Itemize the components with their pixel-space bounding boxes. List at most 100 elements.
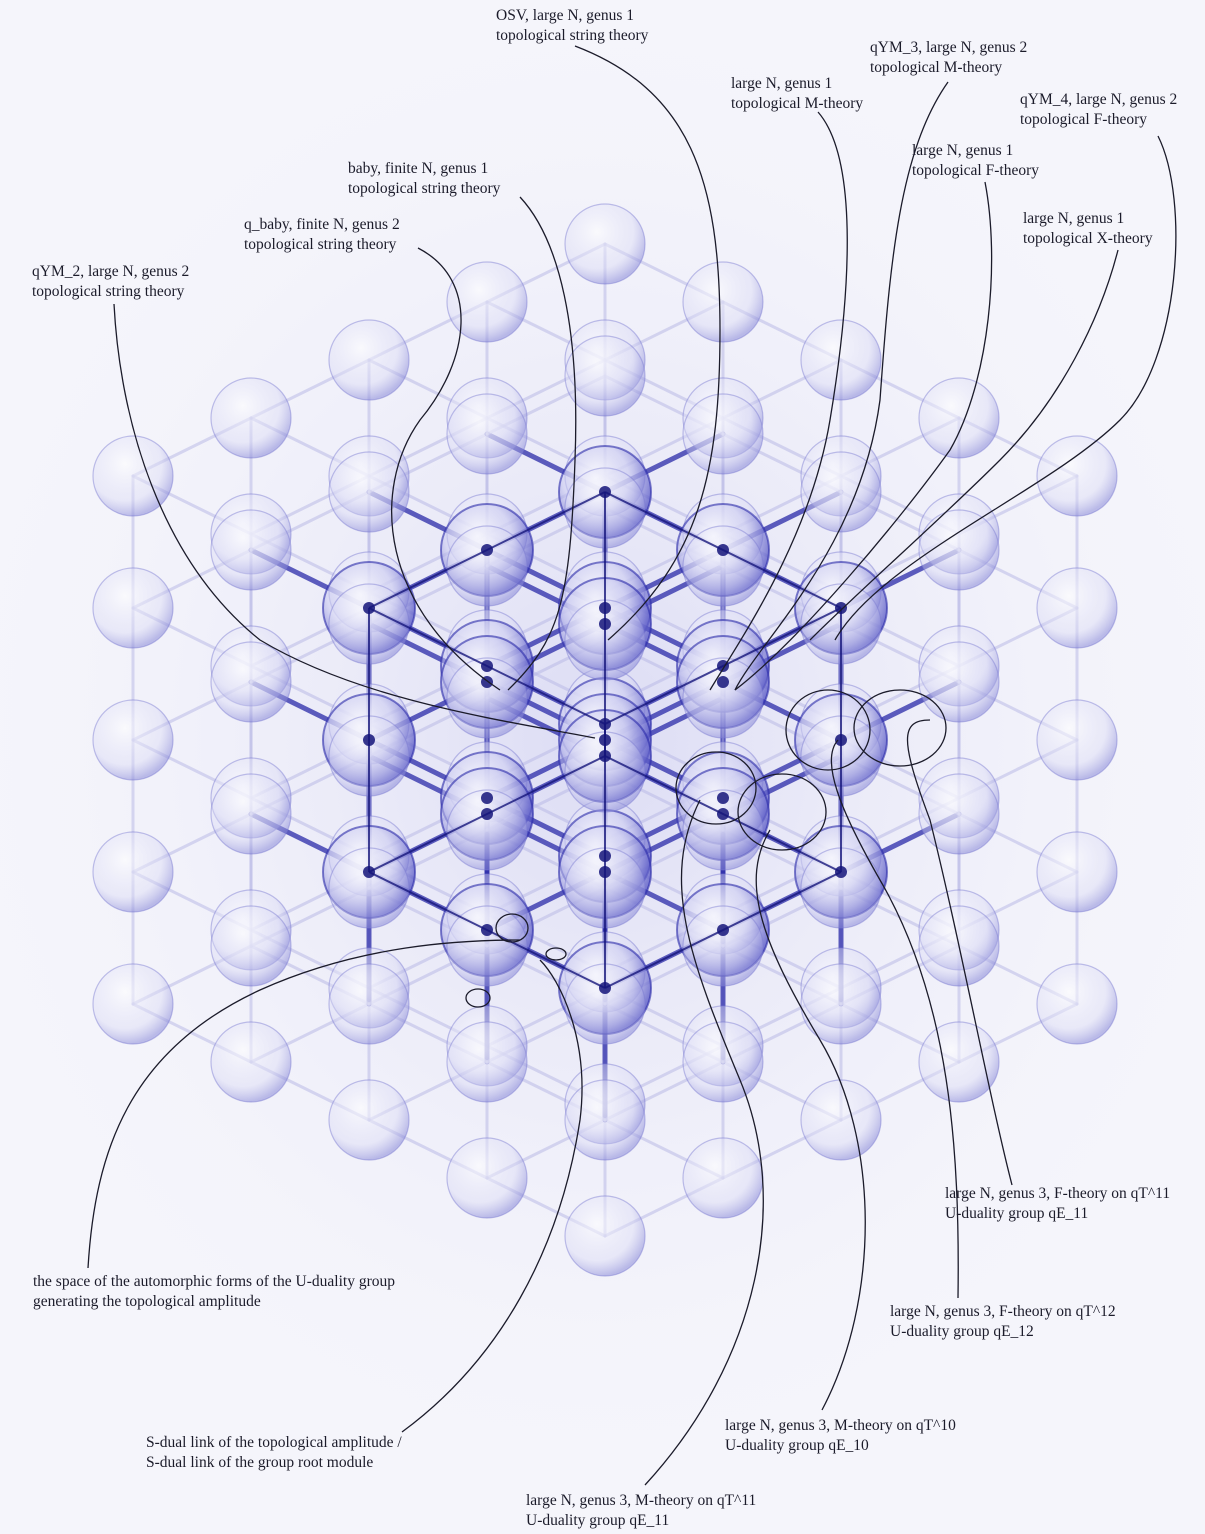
lattice-node-dot: [481, 660, 493, 672]
lattice-sphere: [329, 964, 409, 1044]
lattice-node-dot: [599, 850, 611, 862]
label-baby-line2: topological string theory: [348, 179, 500, 199]
lattice-sphere: [683, 526, 763, 606]
lattice-node-dot: [481, 544, 493, 556]
lattice-sphere: [683, 1138, 763, 1218]
label-f-theory-g1-line2: topological F-theory: [912, 161, 1039, 181]
label-m-theory-g1-line2: topological M-theory: [731, 94, 863, 114]
label-q-baby-line2: topological string theory: [244, 235, 400, 255]
lattice-sphere: [683, 906, 763, 986]
lattice-sphere: [683, 394, 763, 474]
label-s-dual: S-dual link of the topological amplitude…: [146, 1433, 402, 1473]
lattice-node-dot: [481, 808, 493, 820]
lattice-sphere: [565, 1196, 645, 1276]
lattice-sphere: [211, 1022, 291, 1102]
label-qym3-line2: topological M-theory: [870, 58, 1027, 78]
label-qym4: qYM_4, large N, genus 2 topological F-th…: [1020, 90, 1177, 130]
lattice-sphere: [447, 1138, 527, 1218]
label-baby-line1: baby, finite N, genus 1: [348, 159, 500, 179]
lattice-sphere: [329, 1080, 409, 1160]
lattice-sphere: [1037, 964, 1117, 1044]
lattice-sphere: [919, 378, 999, 458]
label-automorphic-line2: generating the topological amplitude: [33, 1292, 395, 1312]
lattice-sphere: [329, 320, 409, 400]
label-automorphic-line1: the space of the automorphic forms of th…: [33, 1272, 395, 1292]
label-q-baby: q_baby, finite N, genus 2 topological st…: [244, 215, 400, 255]
lattice-node-dot: [599, 750, 611, 762]
lattice-sphere: [683, 262, 763, 342]
lattice-sphere: [211, 378, 291, 458]
lattice-sphere: [919, 510, 999, 590]
label-f-t12: large N, genus 3, F-theory on qT^12 U-du…: [890, 1302, 1116, 1342]
lattice-node-dot: [717, 808, 729, 820]
lattice-node-dot: [717, 924, 729, 936]
lattice-sphere: [565, 204, 645, 284]
lattice-sphere: [211, 510, 291, 590]
lattice-node-dot: [599, 486, 611, 498]
lattice-sphere: [93, 964, 173, 1044]
lattice-node-dot: [363, 866, 375, 878]
label-m-t11: large N, genus 3, M-theory on qT^11 U-du…: [526, 1491, 756, 1531]
lattice-node-dot: [835, 866, 847, 878]
lattice-node-dot: [481, 792, 493, 804]
lattice-node-dot: [599, 602, 611, 614]
label-osv-line1: OSV, large N, genus 1: [496, 6, 648, 26]
label-f-theory-g1: large N, genus 1 topological F-theory: [912, 141, 1039, 181]
lattice-sphere: [93, 832, 173, 912]
lattice-node-dot: [835, 734, 847, 746]
label-baby: baby, finite N, genus 1 topological stri…: [348, 159, 500, 199]
lattice-sphere: [801, 320, 881, 400]
lattice-sphere: [565, 336, 645, 416]
label-m-t10: large N, genus 3, M-theory on qT^10 U-du…: [725, 1416, 956, 1456]
lattice-sphere: [329, 452, 409, 532]
lattice-node-dot: [363, 734, 375, 746]
lattice-node-dot: [599, 866, 611, 878]
label-qym3-line1: qYM_3, large N, genus 2: [870, 38, 1027, 58]
label-x-theory-g1-line2: topological X-theory: [1023, 229, 1153, 249]
lattice-sphere: [447, 1022, 527, 1102]
lattice-sphere: [93, 568, 173, 648]
lattice-sphere: [565, 1080, 645, 1160]
lattice-sphere: [93, 700, 173, 780]
lattice-sphere: [447, 394, 527, 474]
lattice-node-dot: [363, 602, 375, 614]
lattice-sphere: [919, 774, 999, 854]
lattice-node-dot: [599, 718, 611, 730]
label-m-t10-line1: large N, genus 3, M-theory on qT^10: [725, 1416, 956, 1436]
label-m-t11-line2: U-duality group qE_11: [526, 1511, 756, 1531]
lattice-node-dot: [835, 602, 847, 614]
label-qym4-line1: qYM_4, large N, genus 2: [1020, 90, 1177, 110]
label-qym4-line2: topological F-theory: [1020, 110, 1177, 130]
lattice-sphere: [919, 642, 999, 722]
label-s-dual-line1: S-dual link of the topological amplitude…: [146, 1433, 402, 1453]
label-qym3: qYM_3, large N, genus 2 topological M-th…: [870, 38, 1027, 78]
lattice-sphere: [919, 1022, 999, 1102]
lattice-node-dot: [599, 734, 611, 746]
label-m-t11-line1: large N, genus 3, M-theory on qT^11: [526, 1491, 756, 1511]
label-s-dual-line2: S-dual link of the group root module: [146, 1453, 402, 1473]
label-f-theory-g1-line1: large N, genus 1: [912, 141, 1039, 161]
label-x-theory-g1-line1: large N, genus 1: [1023, 209, 1153, 229]
label-f-t11-line1: large N, genus 3, F-theory on qT^11: [945, 1184, 1170, 1204]
label-m-theory-g1: large N, genus 1 topological M-theory: [731, 74, 863, 114]
label-f-t12-line1: large N, genus 3, F-theory on qT^12: [890, 1302, 1116, 1322]
label-f-t12-line2: U-duality group qE_12: [890, 1322, 1116, 1342]
lattice-sphere: [211, 906, 291, 986]
label-f-t11-line2: U-duality group qE_11: [945, 1204, 1170, 1224]
label-osv-line2: topological string theory: [496, 26, 648, 46]
lattice-sphere: [801, 1080, 881, 1160]
label-q-baby-line1: q_baby, finite N, genus 2: [244, 215, 400, 235]
lattice-sphere: [211, 642, 291, 722]
label-x-theory-g1: large N, genus 1 topological X-theory: [1023, 209, 1153, 249]
lattice-node-dot: [717, 792, 729, 804]
lattice-sphere: [801, 452, 881, 532]
lattice-sphere: [1037, 832, 1117, 912]
lattice-node-dot: [599, 618, 611, 630]
lattice-node-dot: [599, 982, 611, 994]
label-f-t11: large N, genus 3, F-theory on qT^11 U-du…: [945, 1184, 1170, 1224]
lattice-node-dot: [481, 924, 493, 936]
lattice-sphere: [211, 774, 291, 854]
label-qym2-line1: qYM_2, large N, genus 2: [32, 262, 189, 282]
lattice-node-dot: [717, 676, 729, 688]
lattice-sphere: [447, 906, 527, 986]
